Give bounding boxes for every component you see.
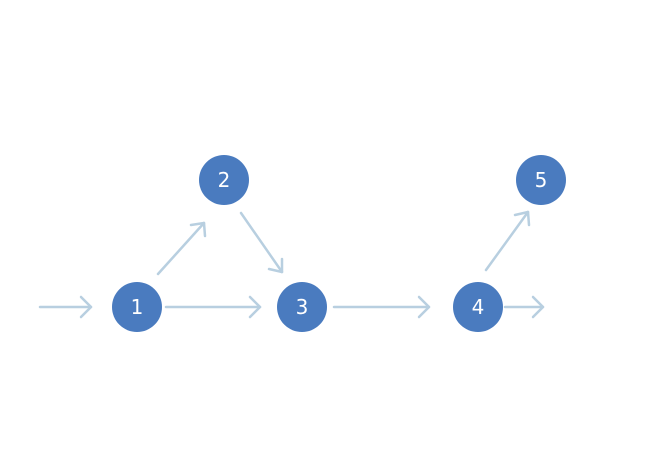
arrowhead-icon xyxy=(513,210,531,227)
node-circle xyxy=(199,155,249,205)
edge-2-to-3 xyxy=(239,211,284,274)
edge-4-to-exit xyxy=(503,295,545,319)
edge-line xyxy=(239,211,284,274)
arrowhead-icon xyxy=(79,295,93,319)
arrowhead-icon xyxy=(417,295,431,319)
edge-entry-to-1 xyxy=(38,295,93,319)
arrowhead-icon xyxy=(531,295,545,319)
edge-1-to-2 xyxy=(156,221,207,276)
node-label: 4 xyxy=(472,295,485,319)
node-4: 4 xyxy=(453,282,503,332)
node-circle xyxy=(277,282,327,332)
arrowhead-icon xyxy=(189,221,207,238)
node-layer: 1 2 3 4 5 xyxy=(112,155,566,332)
edge-3-to-4 xyxy=(332,295,431,319)
arrowhead-icon xyxy=(248,295,262,319)
node-5: 5 xyxy=(516,155,566,205)
node-2: 2 xyxy=(199,155,249,205)
node-circle xyxy=(453,282,503,332)
edge-1-to-3 xyxy=(164,295,262,319)
node-label: 3 xyxy=(296,295,309,319)
edge-line xyxy=(156,221,206,276)
edge-line xyxy=(484,210,530,272)
edge-layer xyxy=(38,210,545,319)
node-circle xyxy=(516,155,566,205)
arrowhead-icon xyxy=(267,257,284,274)
node-label: 2 xyxy=(218,168,231,192)
node-3: 3 xyxy=(277,282,327,332)
node-label: 5 xyxy=(535,168,548,192)
edge-4-to-5 xyxy=(484,210,531,272)
node-label: 1 xyxy=(131,295,144,319)
node-circle xyxy=(112,282,162,332)
node-1: 1 xyxy=(112,282,162,332)
